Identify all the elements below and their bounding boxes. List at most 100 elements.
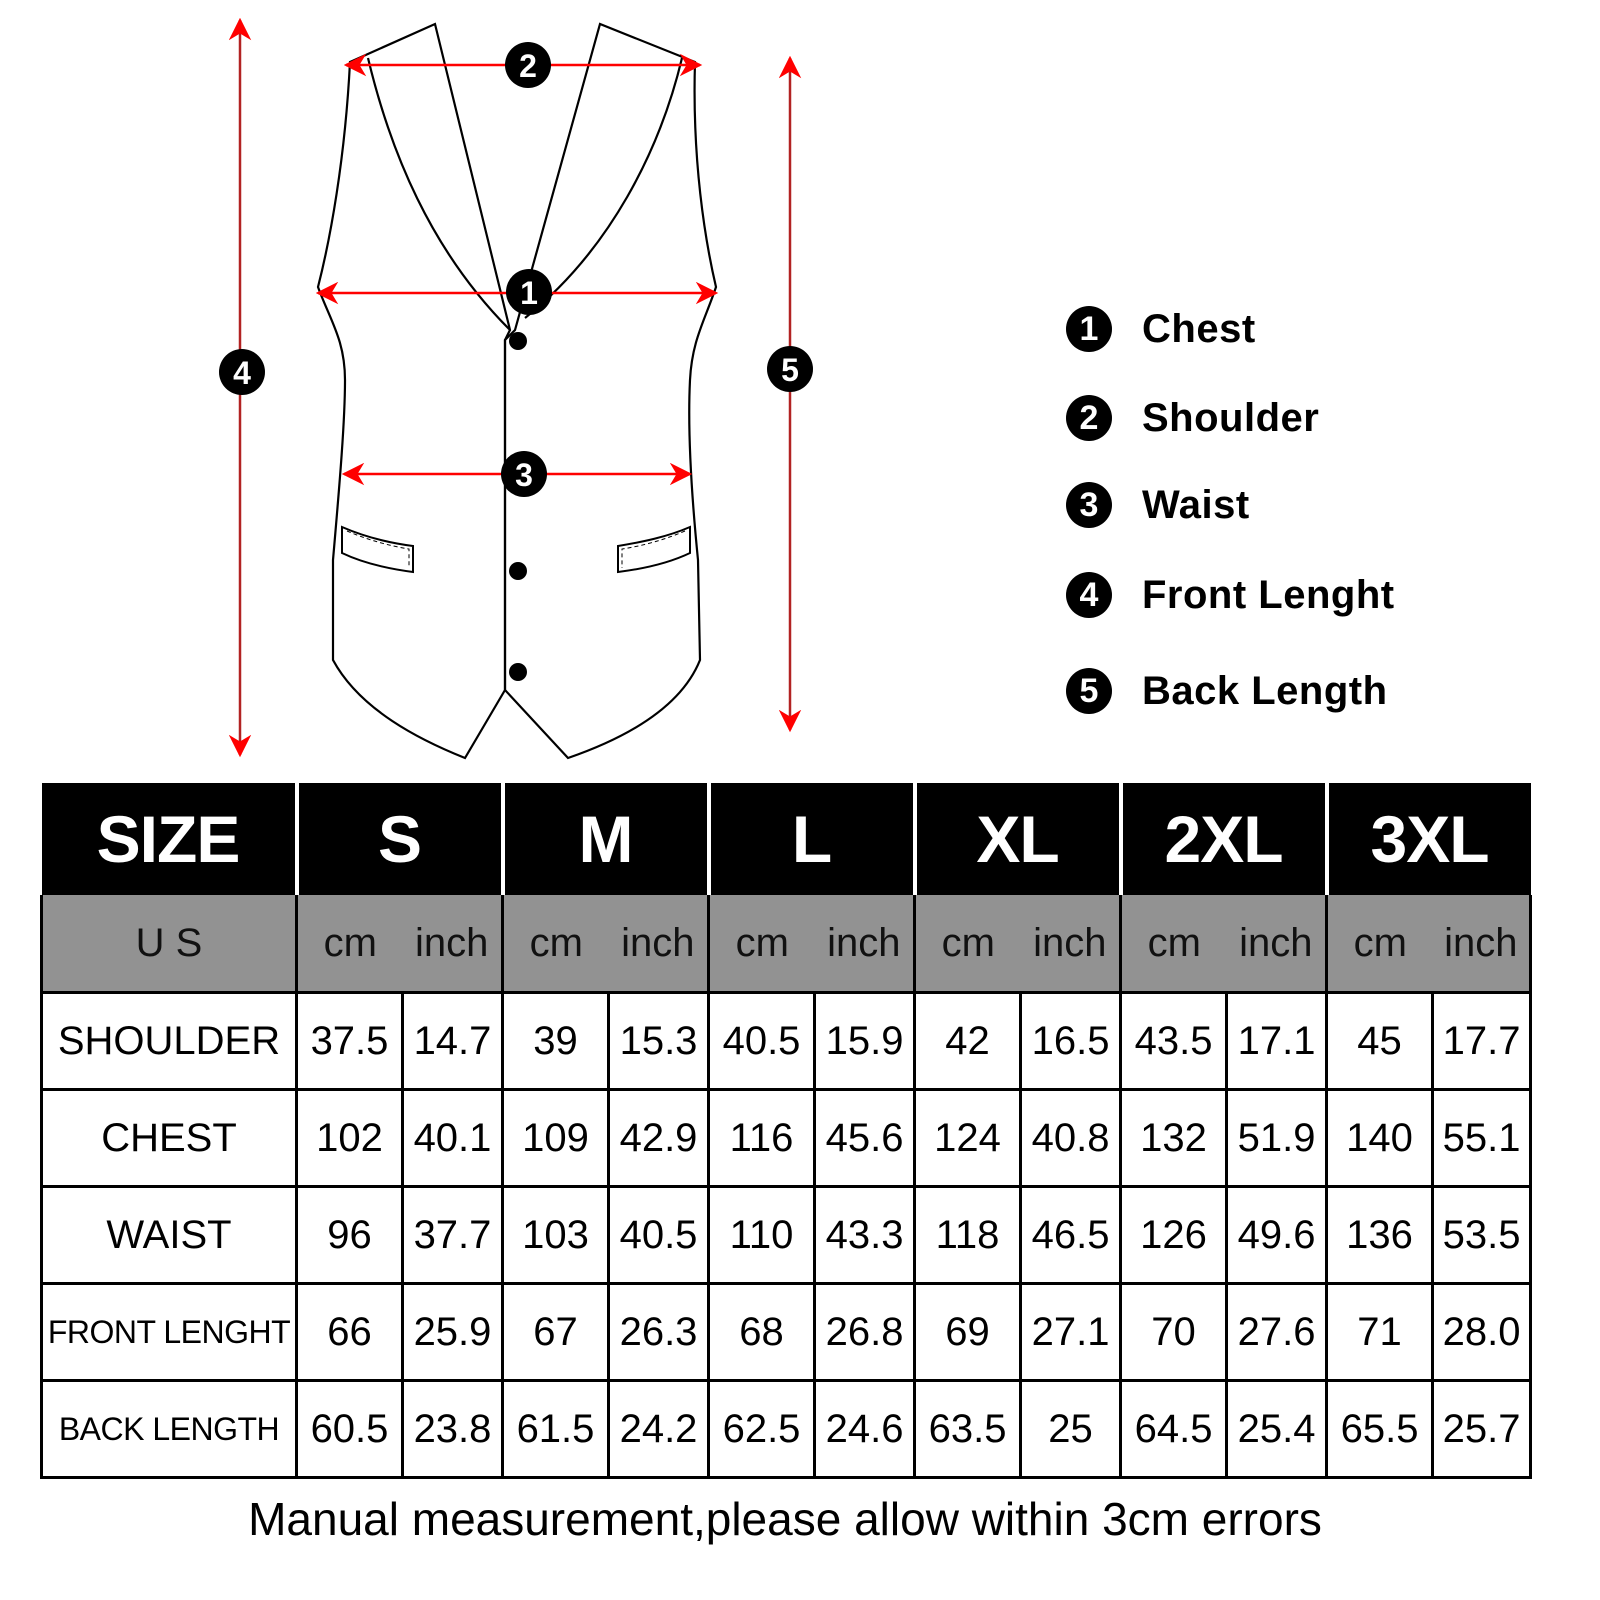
cell: 66: [295, 1282, 404, 1382]
cell: 51.9: [1225, 1088, 1329, 1188]
cell: 40.1: [401, 1088, 504, 1188]
cell: 46.5: [1019, 1185, 1123, 1285]
cell: 42.9: [606, 1088, 711, 1188]
cell: 67: [501, 1282, 610, 1382]
cell: 55.1: [1431, 1088, 1533, 1188]
svg-text:5: 5: [781, 352, 799, 388]
number-2-icon: 2: [1066, 395, 1112, 441]
cell: 103: [501, 1185, 610, 1285]
cell: 136: [1325, 1185, 1435, 1285]
cell: 60.5: [295, 1379, 404, 1479]
unit-inch: inch: [1432, 895, 1533, 994]
unit-inch: inch: [402, 895, 504, 994]
cell: 96: [295, 1185, 404, 1285]
cell: 27.1: [1019, 1282, 1123, 1382]
cell: 25.7: [1431, 1379, 1533, 1479]
measurement-markers: 2 1 3 4 5: [219, 42, 813, 497]
cell: 15.3: [606, 991, 711, 1091]
cell: 26.8: [813, 1282, 917, 1382]
unit-inch: inch: [1020, 895, 1123, 994]
cell: 64.5: [1119, 1379, 1229, 1479]
unit-inch: inch: [1226, 895, 1329, 994]
cell: 109: [501, 1088, 610, 1188]
legend-label: Shoulder: [1142, 395, 1320, 440]
marker-1-icon: 1: [506, 269, 552, 315]
cell: 45.6: [813, 1088, 917, 1188]
legend-label: Waist: [1142, 482, 1250, 527]
marker-2-icon: 2: [505, 42, 551, 88]
cell: 28.0: [1431, 1282, 1533, 1382]
size-header-xl: XL: [912, 783, 1121, 895]
cell: 68: [707, 1282, 817, 1382]
size-header-row: SIZE S M L XL 2XL 3XL: [41, 783, 1531, 895]
cell: 43.3: [813, 1185, 917, 1285]
cell: 17.1: [1225, 991, 1329, 1091]
size-header-m: M: [500, 783, 709, 895]
measurement-note: Manual measurement,please allow within 3…: [248, 1493, 1322, 1545]
cell: 40.5: [606, 1185, 711, 1285]
svg-text:1: 1: [520, 275, 538, 311]
cell: 23.8: [401, 1379, 504, 1479]
cell: 65.5: [1325, 1379, 1435, 1479]
measurement-arrows: [228, 17, 802, 758]
cell: 17.7: [1431, 991, 1533, 1091]
unit-cm: cm: [501, 895, 609, 994]
unit-inch: inch: [608, 895, 711, 994]
cell: 102: [295, 1088, 404, 1188]
cell: 25.4: [1225, 1379, 1329, 1479]
cell: 62.5: [707, 1379, 817, 1479]
cell: 116: [707, 1088, 817, 1188]
vest-outline: [316, 22, 718, 760]
cell: 40.5: [707, 991, 817, 1091]
legend-label: Front Lenght: [1142, 572, 1395, 617]
cell: 45: [1325, 991, 1435, 1091]
legend-item-chest: 1 Chest: [1066, 306, 1256, 352]
legend-item-front-length: 4 Front Lenght: [1066, 572, 1395, 618]
cell: 27.6: [1225, 1282, 1329, 1382]
row-label: FRONT LENGHT: [40, 1282, 298, 1382]
cell: 40.8: [1019, 1088, 1123, 1188]
size-header-l: L: [706, 783, 915, 895]
unit-cm: cm: [913, 895, 1021, 994]
size-header-2xl: 2XL: [1118, 783, 1327, 895]
cell: 24.6: [813, 1379, 917, 1479]
number-4-icon: 4: [1066, 572, 1112, 618]
number-1-icon: 1: [1066, 306, 1112, 352]
cell: 70: [1119, 1282, 1229, 1382]
cell: 49.6: [1225, 1185, 1329, 1285]
cell: 15.9: [813, 991, 917, 1091]
cell: 37.7: [401, 1185, 504, 1285]
legend-label: Back Length: [1142, 668, 1388, 713]
cell: 25: [1019, 1379, 1123, 1479]
unit-cm: cm: [1325, 895, 1433, 994]
cell: 39: [501, 991, 610, 1091]
marker-4-icon: 4: [219, 349, 265, 395]
cell: 42: [913, 991, 1023, 1091]
cell: 53.5: [1431, 1185, 1533, 1285]
svg-text:2: 2: [519, 48, 537, 84]
buttons: [509, 332, 527, 681]
cell: 63.5: [913, 1379, 1023, 1479]
marker-3-icon: 3: [501, 451, 547, 497]
legend-item-waist: 3 Waist: [1066, 482, 1250, 528]
cell: 124: [913, 1088, 1023, 1188]
unit-cm: cm: [1119, 895, 1227, 994]
cell: 61.5: [501, 1379, 610, 1479]
cell: 140: [1325, 1088, 1435, 1188]
cell: 132: [1119, 1088, 1229, 1188]
cell: 118: [913, 1185, 1023, 1285]
unit-cm: cm: [707, 895, 815, 994]
marker-5-icon: 5: [767, 346, 813, 392]
svg-text:4: 4: [233, 355, 251, 391]
pockets: [341, 525, 691, 574]
cell: 71: [1325, 1282, 1435, 1382]
number-3-icon: 3: [1066, 482, 1112, 528]
size-header-3xl: 3XL: [1324, 783, 1531, 895]
legend-item-shoulder: 2 Shoulder: [1066, 395, 1319, 441]
